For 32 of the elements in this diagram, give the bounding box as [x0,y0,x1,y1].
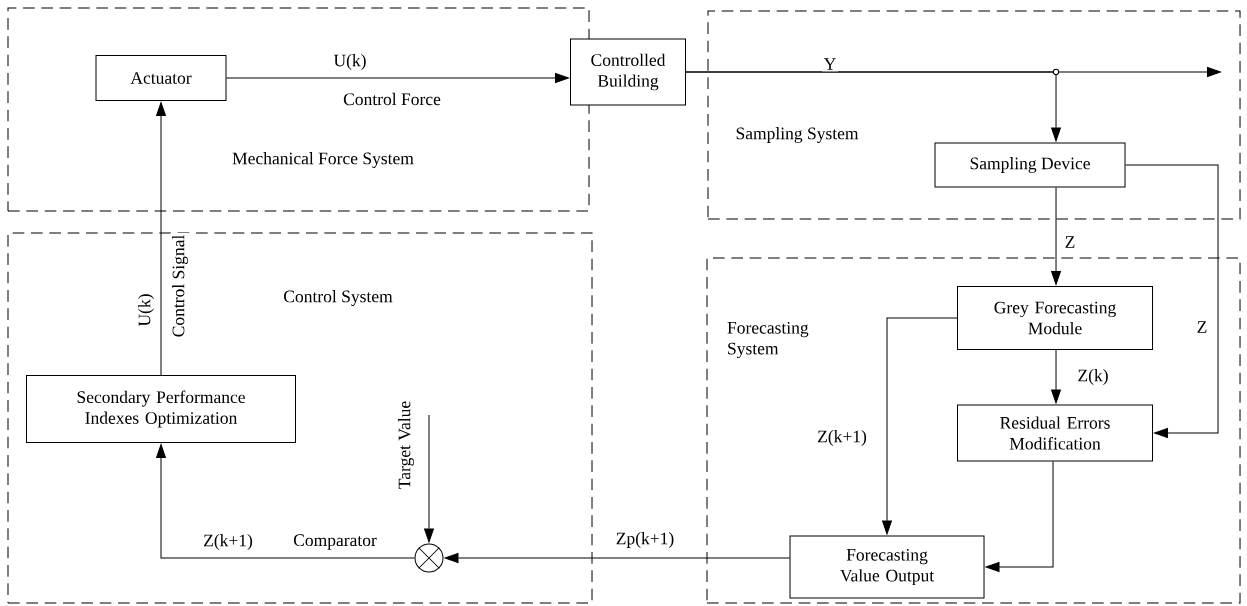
arrow [985,461,1054,572]
node-caption: Comparator [293,534,377,550]
process-box: Actuator [95,55,227,101]
arrow [1051,187,1061,285]
edge-label: Zp(k+1) [614,530,676,550]
edge-label: Z(k+1) [201,532,255,552]
comparator-symbol [414,543,444,573]
arrow [156,102,166,376]
process-box: Secondary Performance Indexes Optimization [26,375,296,443]
process-box: Grey Forecasting Module [957,286,1153,350]
edge-label: U(k) [331,52,369,72]
arrow [1051,349,1061,404]
arrow [882,317,958,535]
signal-label: Control Signal [170,233,190,339]
edge-label: Target Value [396,399,416,491]
edge-label: Z [1063,234,1078,250]
edge-label: Z(k) [1075,367,1111,387]
arrow [156,444,415,559]
edge-label: Z [1195,319,1210,335]
signal-label: Control Force [341,91,443,107]
process-box: Controlled Building [570,38,686,106]
arrow [444,553,790,563]
edge-label: Z(k+1) [815,428,869,448]
process-box: Forecasting Value Output [789,535,985,599]
arrow [226,73,569,83]
process-box: Residual Errors Modification [957,404,1153,462]
edge-label: U(k) [136,291,156,329]
arrow [1125,164,1219,438]
arrow [424,414,434,543]
process-box: Sampling Device [934,142,1126,188]
arrow [685,71,1061,142]
edge-label: Y [822,56,838,72]
